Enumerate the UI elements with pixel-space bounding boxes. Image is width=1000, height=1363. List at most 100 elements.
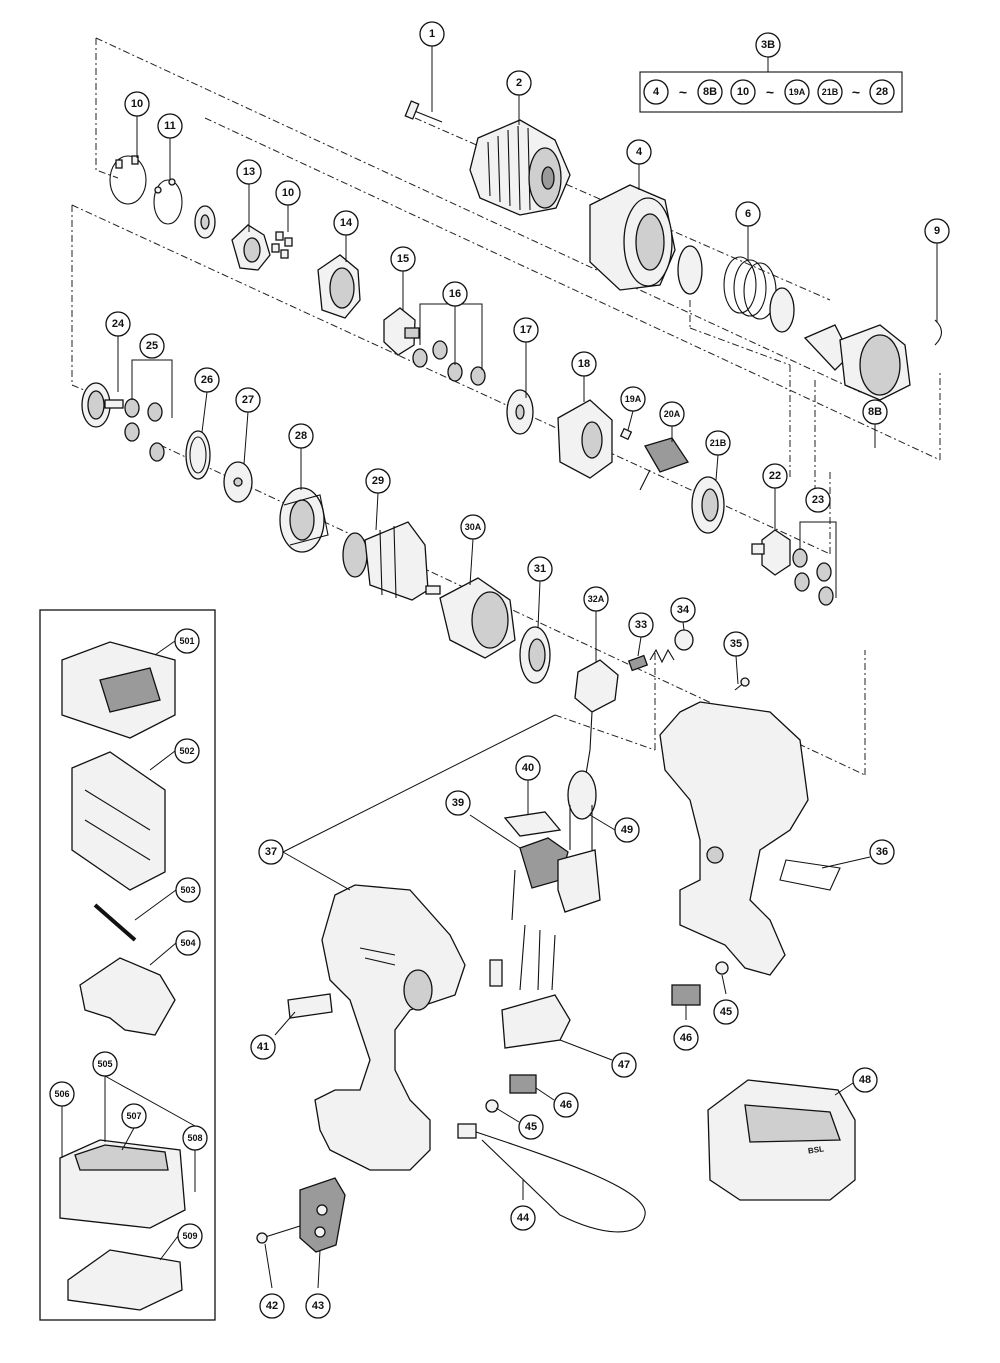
part-housing-left-37 — [314, 884, 466, 1171]
kit-range-separator: ~ — [766, 84, 774, 100]
callout-label: 37 — [265, 846, 277, 858]
callout-29: 29 — [365, 468, 391, 494]
callout-circle — [506, 70, 532, 96]
callout-circle — [620, 386, 646, 412]
callout-label: 24 — [112, 318, 125, 330]
callout-circle — [92, 1051, 118, 1077]
callout-circle — [182, 1125, 208, 1151]
part-name-plate-46a — [671, 984, 701, 1006]
callout-circle — [442, 281, 468, 307]
callout-circle — [628, 612, 654, 638]
part-choke-49 — [567, 770, 597, 850]
callout-46b: 46 — [553, 1092, 579, 1118]
callout-label: 47 — [618, 1059, 630, 1071]
part-planet-gears-25 — [124, 398, 165, 462]
kit-item-circle — [869, 79, 895, 105]
kit-item-label: 4 — [653, 86, 660, 98]
part-steel-balls-10 — [271, 231, 293, 259]
callout-label: 41 — [257, 1041, 269, 1053]
part-ring-26 — [185, 430, 211, 480]
kit-item-label: 19A — [789, 87, 806, 97]
callout-508: 508 — [182, 1125, 208, 1151]
kit-item-label: 8B — [703, 86, 717, 98]
part-label-41 — [287, 993, 333, 1019]
callout-label: 507 — [126, 1111, 141, 1121]
part-strap-44 — [457, 1123, 646, 1233]
part-ring-gear-28 — [279, 487, 329, 553]
callout-circle — [713, 999, 739, 1025]
callout-22: 22 — [762, 463, 788, 489]
callout-30A: 30A — [460, 514, 486, 540]
callout-label: 25 — [146, 340, 158, 352]
callout-circle — [723, 631, 749, 657]
callout-label: 31 — [534, 563, 546, 575]
callout-504: 504 — [175, 930, 201, 956]
part-battery-48 — [707, 1079, 856, 1201]
callout-505: 505 — [92, 1051, 118, 1077]
callout-label: 26 — [201, 374, 213, 386]
callout-circle — [174, 738, 200, 764]
callout-circle — [705, 430, 731, 456]
part-name-plate-46b — [509, 1074, 537, 1094]
callout-45a: 45 — [713, 999, 739, 1025]
callout-circle — [924, 218, 950, 244]
callout-label: 4 — [636, 146, 643, 158]
callout-label: 501 — [179, 636, 194, 646]
callout-label: 23 — [812, 494, 824, 506]
kit-item-circle — [817, 79, 843, 105]
kit-item-circle — [697, 79, 723, 105]
part-ring-gear-13 — [231, 224, 271, 271]
callout-28: 28 — [288, 423, 314, 449]
callout-circle — [177, 1223, 203, 1249]
part-charger-501 — [61, 641, 176, 739]
callout-label: 10 — [131, 98, 143, 110]
callout-label: 6 — [745, 208, 751, 220]
callout-15: 15 — [390, 246, 416, 272]
callout-label: 21B — [710, 438, 727, 448]
callout-circle — [305, 1293, 331, 1319]
kit-item-label: 28 — [876, 86, 888, 98]
part-ring-gear-21B — [691, 476, 725, 534]
callout-label: 32A — [588, 594, 605, 604]
callout-circle — [805, 487, 831, 513]
callout-circle — [258, 839, 284, 865]
callout-36: 36 — [869, 839, 895, 865]
callout-4: 4 — [626, 139, 652, 165]
callout-circle — [139, 333, 165, 359]
callout-23: 23 — [805, 487, 831, 513]
callout-26: 26 — [194, 367, 220, 393]
callout-label: 45 — [525, 1121, 537, 1133]
accessories-frame — [39, 609, 216, 1321]
part-label-40 — [503, 811, 562, 837]
callout-label: 11 — [164, 120, 176, 132]
callout-circle — [553, 1092, 579, 1118]
callout-11: 11 — [157, 113, 183, 139]
part-housing-18 — [557, 399, 613, 479]
kit-item-circle — [730, 79, 756, 105]
callout-circle — [862, 399, 888, 425]
callout-502: 502 — [174, 738, 200, 764]
part-planet-gears-23 — [792, 548, 834, 606]
callout-label: 8B — [868, 406, 882, 418]
callout-10a: 10 — [124, 91, 150, 117]
callout-506: 506 — [49, 1081, 75, 1107]
callout-circle — [527, 556, 553, 582]
callout-label: 48 — [859, 1074, 871, 1086]
callout-circle — [390, 246, 416, 272]
callout-label: 19A — [625, 394, 642, 404]
part-screw-45b — [485, 1099, 499, 1113]
callout-circle — [124, 91, 150, 117]
callout-circle — [236, 159, 262, 185]
callout-27: 27 — [235, 387, 261, 413]
callout-circle — [194, 367, 220, 393]
callout-label: 20A — [664, 409, 681, 419]
callout-circle — [157, 113, 183, 139]
callout-label: 28 — [295, 430, 307, 442]
callout-39: 39 — [445, 790, 471, 816]
part-switch-plate-20A — [639, 437, 690, 491]
callout-circle — [626, 139, 652, 165]
callout-label: 39 — [452, 797, 464, 809]
